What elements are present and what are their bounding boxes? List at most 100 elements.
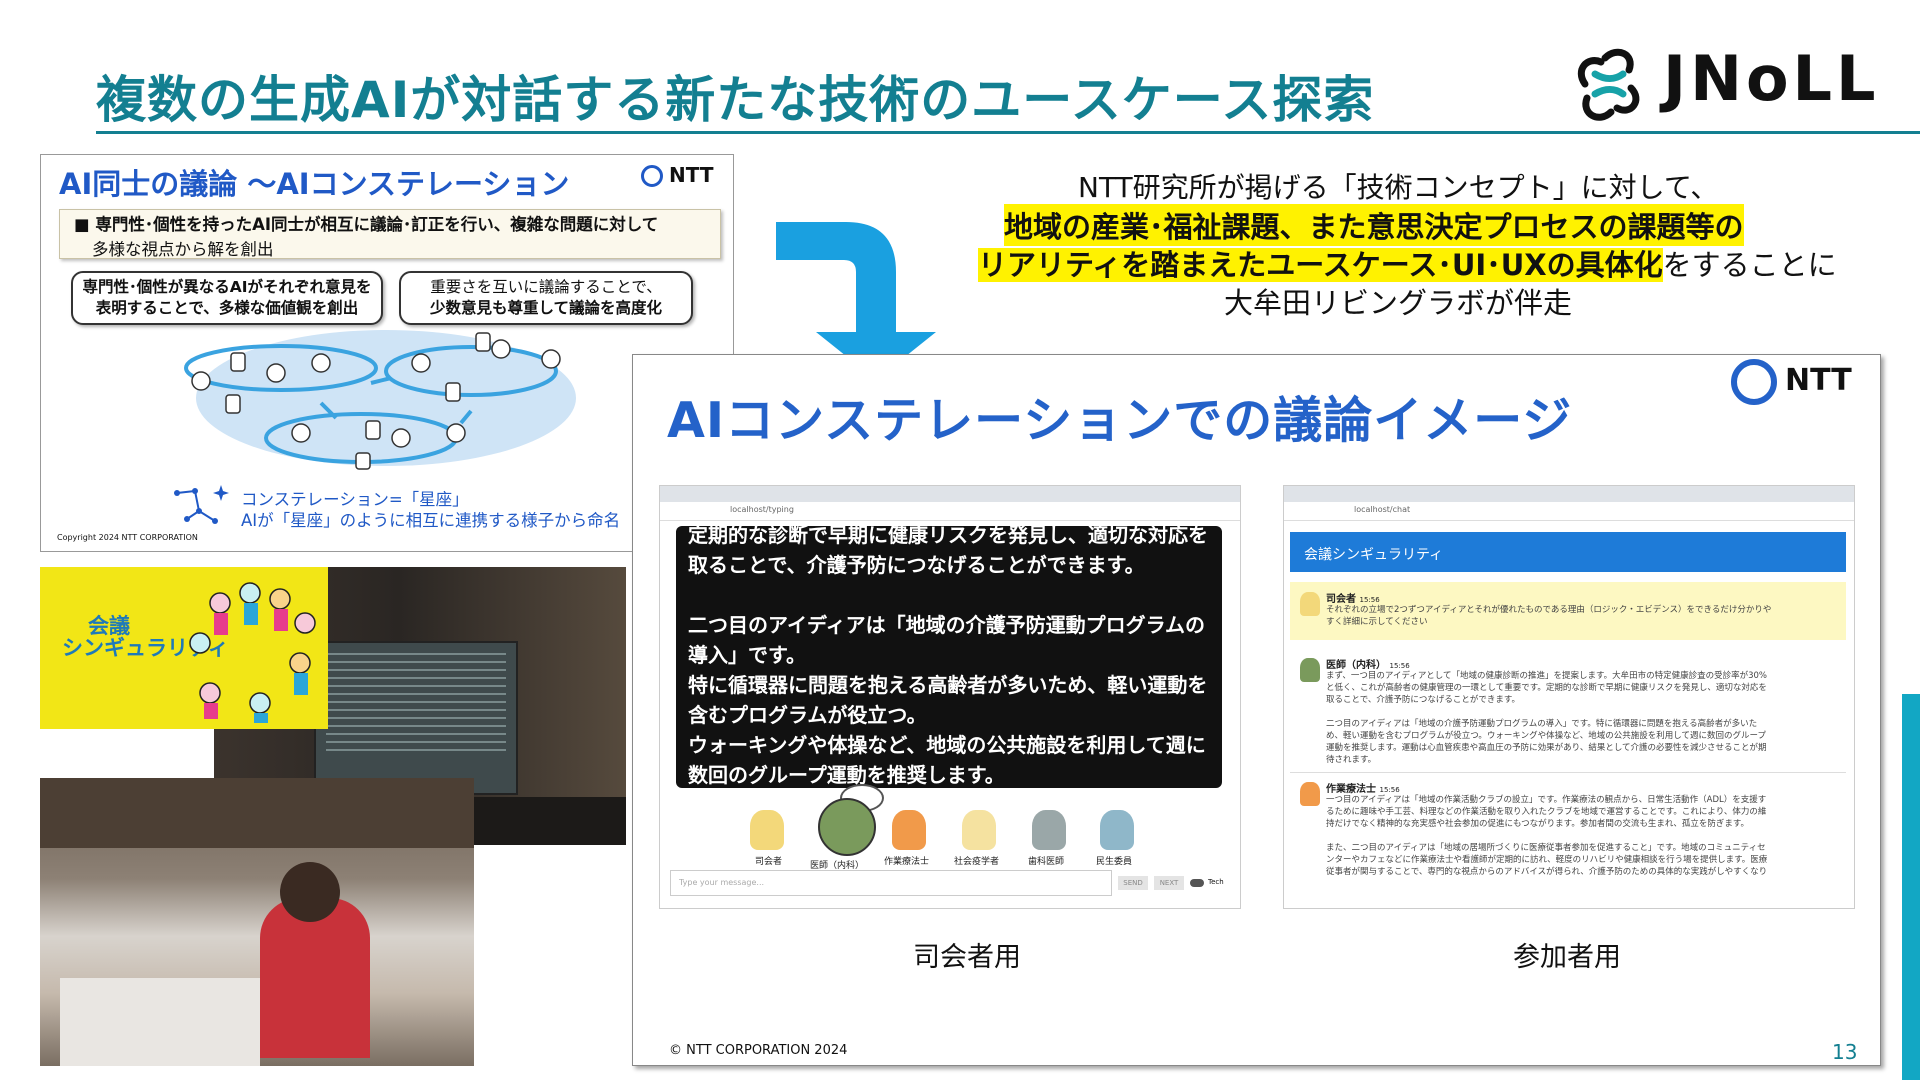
constellation-caption: コンステレーション=「星座」 AIが「星座」のように相互に連携する様子から命名 <box>241 489 620 531</box>
constellation-slide: AI同士の議論 ～AIコンステレーション NTT ■ 専門性･個性を持ったAI同… <box>40 154 734 552</box>
down-arrow-icon <box>776 222 936 380</box>
epidemiologist-avatar[interactable] <box>962 810 996 850</box>
chat-line: 取ることで、介護予防につなげることができます。 <box>1326 695 1521 705</box>
concept-text-line3: リアリティを踏まえたユースケース･UI･UXの具体化をすることに <box>978 242 1837 284</box>
poster-title-line1: 会議 <box>88 614 130 638</box>
concept-text-line4: 大牟田リビングラボが伴走 <box>1224 286 1573 320</box>
projector-screen <box>314 641 518 795</box>
ntt-logo-icon <box>1731 359 1777 405</box>
chat-message-name: 医師（内科） 15:56 <box>1326 660 1410 671</box>
participant-red-shirt <box>260 898 370 1058</box>
send-button[interactable]: SEND <box>1118 876 1148 890</box>
chat-line: と低く、これが高齢者の健康管理の一環として重要です。定期的な診断で早期に健康リス… <box>1326 683 1767 693</box>
chat-message-name: 司会者 15:56 <box>1326 594 1380 605</box>
title-underline <box>96 131 1920 134</box>
poster-title-line2: シンギュラリティ <box>62 636 229 660</box>
avatar-label: 医師（内科） <box>810 861 865 871</box>
tech-toggle[interactable] <box>1190 879 1204 887</box>
chat-line: 持だけでなく精神的な充実感や社会参加の促進にもつながります。参加者間の交流も生ま… <box>1326 819 1750 829</box>
welfare-avatar[interactable] <box>1100 810 1134 850</box>
bubble2-line1: 重要さを互いに議論することで、 <box>430 278 662 296</box>
panel-copyright: © NTT CORPORATION 2024 <box>669 1043 848 1058</box>
browser-address-bar[interactable]: localhost/chat <box>1284 502 1854 521</box>
moderator-browser-window: localhost/typing 定期的な診断で早期に健康リスクを発見し、適切な… <box>659 485 1241 909</box>
bullet-line-1: ■ 専門性･個性を持ったAI同士が相互に議論･訂正を行い、複雑な問題に対して <box>74 215 659 234</box>
transcript-line: 定期的な診断で早期に健康リスクを発見し、適切な対応を <box>688 526 1208 547</box>
chat-line: それぞれの立場で2つずつアイディアとそれが優れたものである理由（ロジック・エビデ… <box>1326 605 1772 615</box>
transcript-line: 二つ目のアイディアは「地域の介護予防運動プログラムの <box>688 613 1205 637</box>
bullet-line-2: 多様な視点から解を創出 <box>92 240 274 259</box>
speech-bubble-2: 重要さを互いに議論することで、 少数意見も尊重して議論を高度化 <box>399 271 693 325</box>
dentist-avatar[interactable] <box>1032 810 1066 850</box>
input-placeholder: Type your message... <box>679 878 765 887</box>
chat-header: 会議シンギュラリティ <box>1290 532 1846 572</box>
bubble1-line1: 専門性･個性が異なるAIがそれぞれ意見を <box>82 278 372 296</box>
transcript-line: 導入」です。 <box>688 643 806 667</box>
concept-text-line1: NTT研究所が掲げる「技術コンセプト」に対して、 <box>1078 171 1719 204</box>
moderator-avatar[interactable] <box>750 810 784 850</box>
transcript-line <box>688 580 1218 610</box>
concept-text-line2: 地域の産業･福祉課題、また意思決定プロセスの課題等の <box>1004 204 1744 246</box>
chat-line: ンターやカフェなどに作業療法士や看護師が定期的に訪れ、軽度のリハビリや健康相談を… <box>1326 855 1768 865</box>
browser-address-bar[interactable]: localhost/typing <box>660 502 1240 521</box>
workshop-photo <box>40 778 474 1066</box>
participant-caption: 参加者用 <box>1513 942 1621 973</box>
jnoll-logo-icon <box>1577 48 1640 121</box>
accent-side-bar <box>1902 694 1920 1080</box>
page-number: 13 <box>1832 1040 1858 1064</box>
discussion-image-panel: AIコンステレーションでの議論イメージ NTT localhost/typing… <box>632 354 1881 1066</box>
browser-tab-bar <box>660 486 1240 502</box>
message-input[interactable]: Type your message... <box>670 870 1112 896</box>
constellation-diagram-icon <box>184 330 576 470</box>
people-illustration-icon <box>189 582 316 723</box>
toggle-label: Tech <box>1208 878 1224 886</box>
transcript-line: 取ることで、介護予防につなげることができます。 <box>688 553 1145 577</box>
bullet-box: ■ 専門性･個性を持ったAI同士が相互に議論･訂正を行い、複雑な問題に対して 多… <box>59 209 721 259</box>
avatar-label: 司会者 <box>755 857 783 867</box>
panel-title: AIコンステレーションでの議論イメージ <box>667 392 1573 449</box>
speech-bubble-1: 専門性･個性が異なるAIがそれぞれ意見を 表明することで、多様な価値観を創出 <box>71 271 383 325</box>
doctor-avatar <box>1300 658 1320 682</box>
chat-line: め、軽い運動を含むプログラムが役立つ。ウォーキングや体操など、地域の公共施設を利… <box>1326 731 1766 741</box>
avatar-label: 社会疫学者 <box>954 857 1000 867</box>
chat-line: まず、一つ目のアイディアとして「地域の健康診断の推進」を提案します。大牟田市の特… <box>1326 671 1768 681</box>
divider <box>1290 772 1846 773</box>
next-button[interactable]: NEXT <box>1154 876 1184 890</box>
moderator-caption: 司会者用 <box>913 942 1021 973</box>
url-text: localhost/typing <box>730 505 794 514</box>
constellation-line-1: コンステレーション=「星座」 <box>241 490 469 509</box>
constellation-star-icon <box>174 485 229 524</box>
event-poster-image: 会議 シンギュラリティ <box>40 567 328 729</box>
chat-line: また、二つ目のアイディアは「地域の居場所づくりに医療従事者参加を促進すること」で… <box>1326 843 1766 853</box>
chat-line: 運動を推奨します。運動は心血管疾患や高血圧の予防に効果があり、結果として介護の必… <box>1326 743 1767 753</box>
slide-copyright: Copyright 2024 NTT CORPORATION <box>57 533 198 542</box>
avatar-label: 民生委員 <box>1096 857 1133 867</box>
chat-message-highlight <box>1290 582 1846 640</box>
ntt-label: NTT <box>1785 363 1852 398</box>
transcript-line: 含むプログラムが役立つ。 <box>688 703 927 727</box>
ot-avatar[interactable] <box>892 810 926 850</box>
page-title: 複数の生成AIが対話する新たな技術のユースケース探索 <box>96 71 1375 129</box>
chat-message-name: 作業療法士 15:56 <box>1326 784 1400 795</box>
chat-line: 一つ目のアイディアは「地域の作業活動クラブの設立」です。作業療法の観点から、日常… <box>1326 795 1767 805</box>
browser-tab-bar <box>1284 486 1854 502</box>
poster-title: 会議 シンギュラリティ <box>62 615 229 659</box>
chat-line: 二つ目のアイディアは「地域の介護予防運動プログラムの導入」です。特に循環器に問題… <box>1326 719 1758 729</box>
bubble2-line2: 少数意見も尊重して議論を高度化 <box>429 299 663 317</box>
moderator-transcript: 定期的な診断で早期に健康リスクを発見し、適切な対応を 取ることで、介護予防につな… <box>676 526 1222 788</box>
transcript-line: 数回のグループ運動を推奨します。 <box>688 763 1005 787</box>
moderator-avatar <box>1300 592 1320 616</box>
concept-highlight: リアリティを踏まえたユースケース･UI･UXの具体化 <box>978 248 1663 282</box>
chat-line: 待されます。 <box>1326 755 1377 765</box>
concept-rest: をすることに <box>1662 248 1837 282</box>
slide-title: AI同士の議論 ～AIコンステレーション <box>59 167 570 201</box>
chat-line: るために趣味や手工芸、料理などの作業活動を取り入れたクラブを地域で運営することで… <box>1326 807 1767 817</box>
chat-line: すく詳細に示してください <box>1326 617 1428 627</box>
avatar-label: 歯科医師 <box>1028 857 1065 867</box>
doctor-avatar[interactable] <box>818 798 876 856</box>
bubble1-line2: 表明することで、多様な価値観を創出 <box>95 299 359 317</box>
chat-line: 従事者が関与することで、専門的な視点からのアドバイスが得られ、介護予防のための具… <box>1326 867 1768 877</box>
transcript-text: 定期的な診断で早期に健康リスクを発見し、適切な対応を 取ることで、介護予防につな… <box>688 526 1218 788</box>
url-text: localhost/chat <box>1354 505 1411 514</box>
logo-wordmark: JNoLL <box>1663 42 1880 115</box>
